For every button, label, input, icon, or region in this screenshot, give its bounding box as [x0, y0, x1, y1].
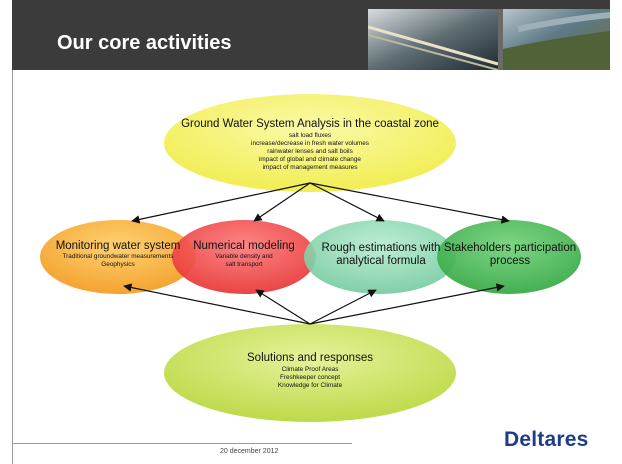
footer-rule: [12, 443, 352, 444]
left-rule: [12, 70, 13, 464]
numerical-line: Variable density and: [215, 253, 273, 260]
top-node-line: rainwater lenses and salt boils: [267, 148, 353, 155]
rough-title-line: Rough estimations with: [321, 242, 441, 254]
bridge-photo: [368, 9, 498, 70]
solutions-line: Climate Proof Areas: [281, 366, 339, 373]
arrow-solutions-stakeholders: [309, 283, 505, 325]
arrow-solutions-monitoring: [123, 283, 311, 325]
slide: Our core activities: [12, 0, 610, 464]
header-photos: [368, 9, 610, 70]
solutions-line: Knowledge for Climate: [277, 382, 343, 389]
arrow-top-stakeholders: [309, 182, 510, 224]
monitoring-node-text: Monitoring water system Traditional grou…: [32, 240, 204, 269]
top-node-line: salt load fluxes: [288, 132, 332, 139]
numerical-line: salt transport: [225, 261, 263, 268]
solutions-node-text: Solutions and responses Climate Proof Ar…: [194, 352, 426, 390]
top-node-line: increase/decrease in fresh water volumes: [251, 140, 369, 147]
arrow-solutions-rough: [309, 289, 377, 325]
top-node-line: impact of management measures: [262, 164, 358, 171]
stakeholders-title-line: Stakeholders participation: [443, 242, 577, 254]
monitoring-line: Traditional groundwater measurements: [62, 253, 174, 260]
rough-ellipse: [304, 220, 456, 294]
rough-node-text: Rough estimations with analytical formul…: [310, 242, 452, 268]
rough-title-line: analytical formula: [336, 255, 426, 267]
monitoring-line: Geophysics: [101, 261, 135, 268]
solutions-ellipse: [164, 324, 456, 422]
stakeholders-title-line: process: [489, 255, 531, 267]
monitoring-ellipse: [40, 220, 196, 294]
footer-date: 20 december 2012: [220, 448, 279, 455]
deltares-logo: Deltares: [504, 428, 589, 451]
stakeholders-node-text: Stakeholders participation process: [442, 242, 578, 268]
arrows-bottom: [123, 283, 505, 325]
numerical-title: Numerical modeling: [193, 240, 295, 252]
top-node-line: impact of global and climate change: [259, 156, 361, 163]
arrow-top-numerical: [253, 182, 311, 222]
numerical-node-text: Numerical modeling Variable density and …: [184, 240, 304, 269]
diagram: [40, 94, 581, 422]
arrow-solutions-numerical: [255, 289, 311, 325]
monitoring-title: Monitoring water system: [55, 240, 181, 252]
arrow-top-rough: [309, 182, 385, 222]
top-node-title: Ground Water System Analysis in the coas…: [181, 118, 439, 130]
numerical-ellipse: [172, 220, 316, 294]
top-ellipse: [164, 94, 456, 192]
top-node-text: Ground Water System Analysis in the coas…: [164, 118, 456, 172]
stakeholders-ellipse: [437, 220, 581, 294]
arrows-top: [131, 182, 510, 224]
solutions-line: Freshkeeper concept: [279, 374, 341, 381]
header-bar: Our core activities: [12, 0, 610, 70]
arrow-top-monitoring: [131, 182, 311, 224]
solutions-title: Solutions and responses: [247, 352, 373, 364]
slide-title: Our core activities: [57, 32, 232, 54]
